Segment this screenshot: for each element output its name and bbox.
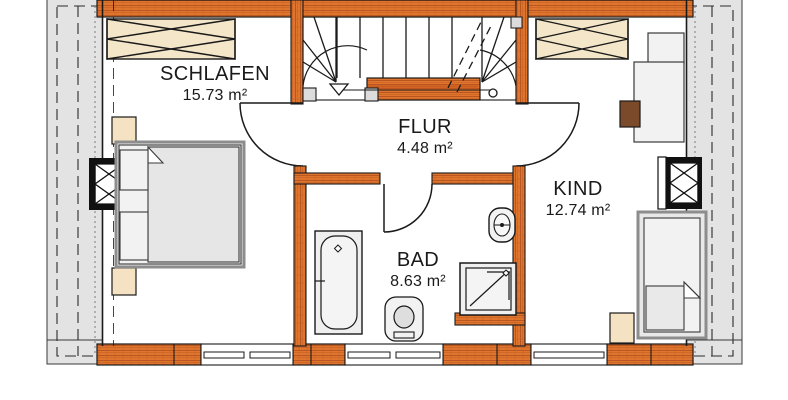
room-label-bad: BAD 8.63 m²	[390, 249, 446, 291]
window-right-exterior	[657, 156, 702, 210]
window-bottom-left	[200, 343, 294, 366]
stair-direction-up-arrow	[328, 83, 498, 98]
wall-bottom-exterior	[96, 343, 694, 366]
room-label-schlafen: SCHLAFEN 15.73 m²	[160, 63, 270, 105]
child-bed	[636, 210, 708, 340]
window-top-right	[535, 18, 629, 60]
room-area-kind: 12.74 m²	[545, 201, 611, 219]
double-bed	[114, 140, 246, 269]
washbasin	[488, 207, 516, 243]
door-swing-bad	[383, 183, 433, 233]
toilet	[384, 296, 424, 342]
wall-bad-left-vertical	[293, 165, 307, 347]
wall-top-exterior	[96, 0, 694, 18]
window-bottom-right	[530, 343, 608, 366]
winder-staircase	[302, 16, 523, 102]
shower	[459, 262, 517, 316]
wall-interior-stair-right	[515, 0, 529, 105]
desk	[619, 32, 685, 143]
room-name-kind: KIND	[553, 178, 603, 200]
room-name-bad: BAD	[396, 249, 440, 271]
nightstand-bottom-left	[111, 267, 137, 296]
wall-interior-stair-left	[290, 0, 304, 105]
room-area-schlafen: 15.73 m²	[182, 86, 248, 104]
room-area-bad: 8.63 m²	[390, 272, 446, 290]
door-swing-kind	[515, 102, 580, 167]
window-top-left	[106, 18, 236, 60]
wall-bad-top-left	[293, 172, 381, 185]
door-swing-schlafen	[239, 102, 304, 167]
room-name-flur: FLUR	[398, 116, 452, 138]
room-name-schlafen: SCHLAFEN	[160, 63, 270, 85]
wall-bad-top-right	[431, 172, 519, 185]
room-label-flur: FLUR 4.48 m²	[397, 116, 453, 158]
window-bottom-center	[344, 343, 444, 366]
stair-landing-beam	[366, 77, 481, 101]
bathtub	[314, 230, 363, 335]
room-label-kind: KIND 12.74 m²	[546, 178, 611, 220]
room-area-flur: 4.48 m²	[397, 139, 453, 157]
nightstand-top-left	[111, 116, 137, 145]
wardrobe	[609, 312, 635, 344]
